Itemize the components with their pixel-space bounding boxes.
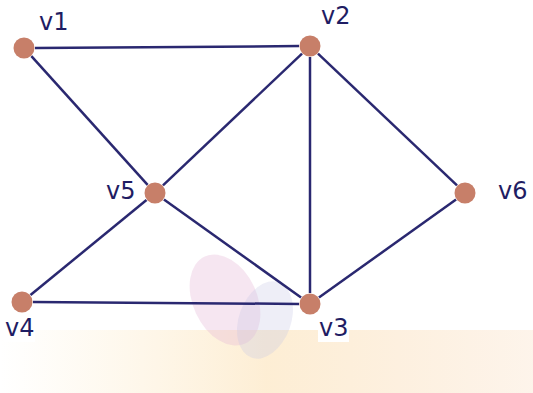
graph-edge (33, 302, 299, 304)
graph-edge (318, 54, 457, 186)
vertex-dot (300, 36, 321, 57)
graph-vertex: v1 (13, 37, 35, 59)
graph-edge (163, 54, 302, 186)
graph-edge (309, 57, 312, 293)
watermark-wing (227, 274, 303, 367)
vertex-dot (14, 38, 35, 59)
graph-vertex: v3 (299, 293, 321, 315)
vertex-label: v3 (318, 314, 349, 342)
graph-vertex: v2 (299, 35, 321, 57)
graph-edge (31, 56, 147, 185)
vertex-dot (145, 183, 166, 204)
vertex-label: v4 (4, 314, 35, 342)
vertex-dot (455, 183, 476, 204)
vertex-dot (454, 182, 476, 204)
vertex-dot (144, 182, 166, 204)
graph-vertex: v4 (11, 291, 33, 313)
vertex-dot (13, 37, 35, 59)
vertex-label: v5 (105, 177, 136, 205)
graph-edge (31, 200, 147, 295)
vertex-label: v1 (38, 8, 69, 36)
vertex-dot (11, 291, 33, 313)
vertex-label: v6 (497, 177, 528, 205)
graph-vertex: v6 (454, 182, 476, 204)
graph-vertex: v5 (144, 182, 166, 204)
vertex-dot (299, 35, 321, 57)
graph-edge (35, 46, 299, 48)
vertex-label: v2 (320, 2, 351, 30)
vertex-dot (299, 293, 321, 315)
graph-edge (319, 199, 456, 297)
graph-edge (164, 199, 301, 297)
vertex-dot (300, 294, 321, 315)
vertex-dot (12, 292, 33, 313)
